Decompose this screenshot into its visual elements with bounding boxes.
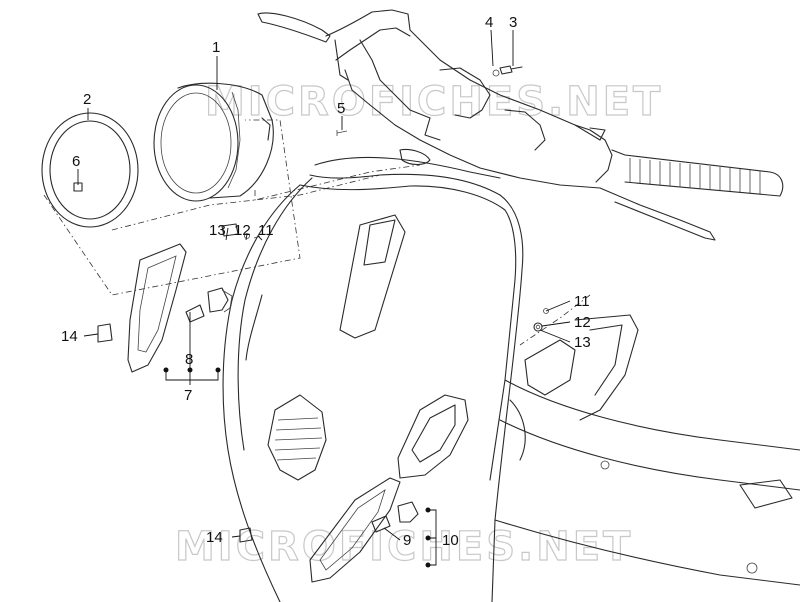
callout-2: 2 bbox=[83, 91, 91, 108]
callout-14-left: 14 bbox=[61, 328, 78, 345]
callout-1: 1 bbox=[212, 39, 220, 56]
leader-lines bbox=[77, 29, 571, 568]
callout-13-left: 13 bbox=[209, 222, 226, 239]
callout-7: 7 bbox=[184, 387, 192, 404]
callout-12-right: 12 bbox=[574, 314, 591, 331]
left-turn-indicator-drawing bbox=[127, 223, 261, 373]
legshield-drawing bbox=[222, 173, 800, 602]
right-turn-indicator-drawing bbox=[309, 477, 419, 583]
callout-10: 10 bbox=[442, 532, 459, 549]
callout-14-right: 14 bbox=[206, 529, 223, 546]
callout-3: 3 bbox=[509, 14, 517, 31]
callout-6: 6 bbox=[72, 153, 80, 170]
watermark-top: MICROFICHES.NET bbox=[205, 79, 663, 125]
callout-8: 8 bbox=[185, 351, 193, 368]
callout-11-left: 11 bbox=[258, 222, 274, 239]
callout-4: 4 bbox=[485, 14, 493, 31]
handlebar-drawing bbox=[257, 9, 784, 241]
callout-5: 5 bbox=[337, 100, 345, 117]
callout-11-right: 11 bbox=[574, 293, 590, 310]
headlight-rim-drawing bbox=[41, 112, 139, 228]
assembly-lines bbox=[43, 119, 591, 346]
small-parts-drawing bbox=[97, 65, 549, 543]
callout-12-left: 12 bbox=[234, 222, 251, 239]
callout-13-right: 13 bbox=[574, 334, 591, 351]
callout-9: 9 bbox=[403, 532, 411, 549]
callout-labels: 1 2 3 4 5 6 7 8 9 10 11 12 13 11 12 13 1… bbox=[61, 14, 591, 549]
